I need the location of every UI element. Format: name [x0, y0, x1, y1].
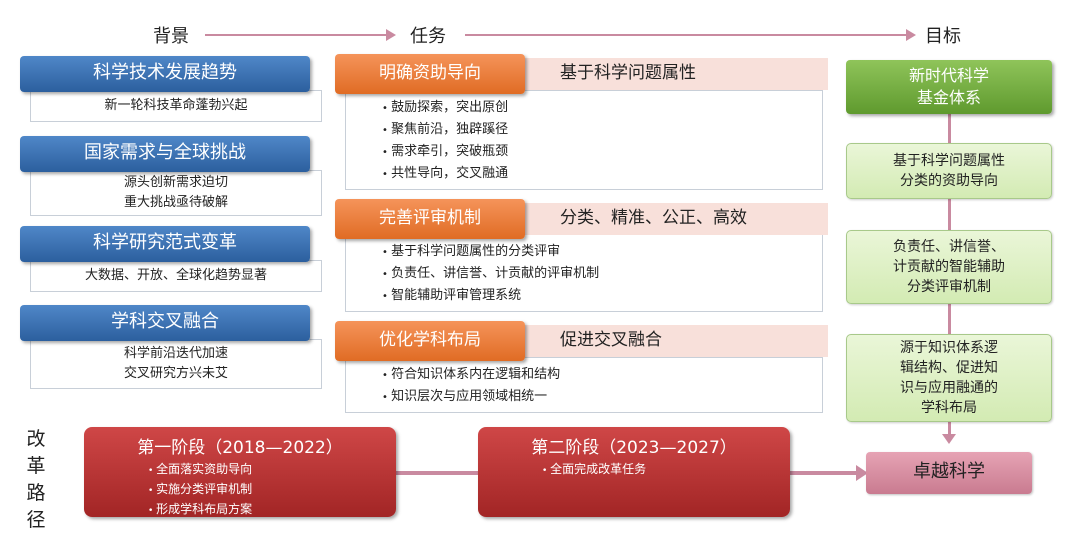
background-detail-line: 科学前沿迭代加速 [123, 346, 228, 361]
goal-line: 计贡献的智能辅助 [893, 259, 1005, 275]
header-arrow-1 [205, 29, 396, 41]
background-box-1: 科学技术发展趋势 [20, 56, 310, 92]
goal-top-line: 新时代科学 [908, 66, 989, 85]
goal-line: 源于知识体系逻 [900, 340, 998, 356]
stage-item: 全面落实资助导向 [148, 460, 396, 480]
stage-item: 全面完成改革任务 [542, 460, 790, 480]
reform-char: 径 [26, 509, 46, 531]
background-detail-line: 大数据、开放、全球化趋势显著 [84, 268, 267, 283]
background-detail-4: 科学前沿迭代加速 交叉研究方兴未艾 [30, 339, 322, 389]
background-detail-line: 源头创新需求迫切 [123, 175, 228, 190]
background-detail-line: 新一轮科技革命蓬勃兴起 [104, 98, 248, 113]
task-item: 聚焦前沿，独辟蹊径 [382, 119, 822, 141]
background-box-3: 科学研究范式变革 [20, 226, 310, 262]
task-head-1: 明确资助导向 [335, 54, 525, 94]
goal-box-3: 源于知识体系逻 辑结构、促进知 识与应用融通的 学科布局 [846, 334, 1052, 422]
goal-line: 负责任、讲信誉、 [893, 239, 1005, 255]
goal-box-2: 负责任、讲信誉、 计贡献的智能辅助 分类评审机制 [846, 230, 1052, 304]
goal-box-1: 基于科学问题属性 分类的资助导向 [846, 143, 1052, 199]
goal-line: 分类评审机制 [907, 279, 991, 295]
stage-item: 形成学科布局方案 [148, 500, 396, 520]
goal-line: 学科布局 [921, 400, 977, 416]
header-tasks: 任务 [410, 26, 446, 47]
reform-char: 改 [26, 428, 46, 450]
task-head-2: 完善评审机制 [335, 199, 525, 239]
stage-1: 第一阶段（2018—2022） 全面落实资助导向 实施分类评审机制 形成学科布局… [84, 427, 396, 517]
header-arrow-2 [465, 29, 916, 41]
task-bar-3: 促进交叉融合 [520, 325, 828, 357]
task-bar-1: 基于科学问题属性 [520, 58, 828, 90]
stage-2: 第二阶段（2023—2027） 全面完成改革任务 [478, 427, 790, 517]
task-item: 需求牵引，突破瓶颈 [382, 141, 822, 163]
task-item: 鼓励探索，突出原创 [382, 97, 822, 119]
goal-line: 基于科学问题属性 [893, 153, 1005, 169]
background-detail-1: 新一轮科技革命蓬勃兴起 [30, 90, 322, 122]
goal-top-line: 基金体系 [916, 88, 981, 107]
background-box-4: 学科交叉融合 [20, 305, 310, 341]
goal-top-box: 新时代科学 基金体系 [846, 60, 1052, 114]
final-goal-box: 卓越科学 [866, 452, 1032, 494]
background-detail-3: 大数据、开放、全球化趋势显著 [30, 260, 322, 292]
task-item: 负责任、讲信誉、计贡献的评审机制 [382, 263, 822, 285]
task-body-2: 基于科学问题属性的分类评审 负责任、讲信誉、计贡献的评审机制 智能辅助评审管理系… [345, 234, 823, 312]
background-box-2: 国家需求与全球挑战 [20, 136, 310, 172]
task-item: 基于科学问题属性的分类评审 [382, 241, 822, 263]
task-item: 符合知识体系内在逻辑和结构 [382, 364, 822, 386]
task-item: 智能辅助评审管理系统 [382, 285, 822, 307]
background-detail-line: 交叉研究方兴未艾 [123, 366, 228, 381]
background-detail-line: 重大挑战亟待破解 [123, 195, 228, 210]
goal-line: 辑结构、促进知 [900, 360, 998, 376]
background-detail-2: 源头创新需求迫切 重大挑战亟待破解 [30, 170, 322, 216]
header-background: 背景 [153, 26, 189, 47]
stage-title: 第二阶段（2023—2027） [531, 438, 737, 458]
task-body-3: 符合知识体系内在逻辑和结构 知识层次与应用领域相统一 [345, 357, 823, 413]
stage-title: 第一阶段（2018—2022） [137, 438, 343, 458]
header-goal: 目标 [925, 26, 961, 47]
task-body-1: 鼓励探索，突出原创 聚焦前沿，独辟蹊径 需求牵引，突破瓶颈 共性导向，交叉融通 [345, 90, 823, 190]
goal-line: 分类的资助导向 [900, 173, 998, 189]
task-item: 共性导向，交叉融通 [382, 163, 822, 185]
stage-item: 实施分类评审机制 [148, 480, 396, 500]
task-item: 知识层次与应用领域相统一 [382, 386, 822, 408]
goal-line: 识与应用融通的 [900, 380, 998, 396]
task-head-3: 优化学科布局 [335, 321, 525, 361]
reform-char: 革 [26, 455, 46, 477]
reform-char: 路 [26, 482, 46, 504]
task-bar-2: 分类、精准、公正、高效 [520, 203, 828, 235]
reform-path-label: 改 革 路 径 [24, 426, 48, 534]
